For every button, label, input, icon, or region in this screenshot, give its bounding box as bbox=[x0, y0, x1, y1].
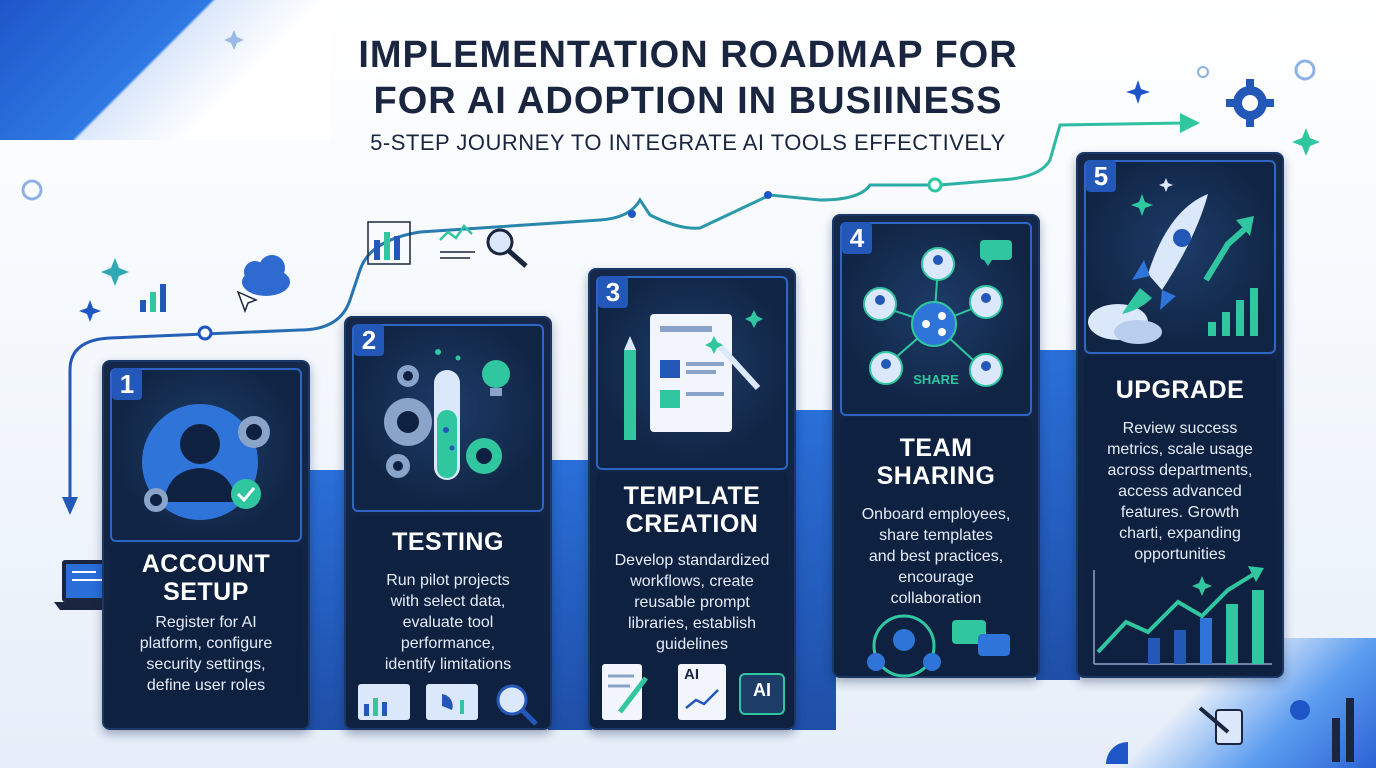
step-desc-line: workflows, create bbox=[630, 573, 754, 590]
step-number: 4 bbox=[842, 222, 872, 254]
step-desc-line: define user roles bbox=[146, 677, 266, 694]
step-number: 5 bbox=[1086, 160, 1116, 192]
step-desc-line: encourage bbox=[898, 569, 974, 586]
step-description: Develop standardized workflows, create r… bbox=[594, 550, 790, 655]
step-title: TEMPLATE CREATION bbox=[590, 482, 794, 538]
step-desc-line: reusable prompt bbox=[634, 594, 750, 611]
step-desc-line: identify limitations bbox=[384, 656, 512, 673]
document-wand-icon bbox=[624, 310, 763, 440]
step-desc-line: collaboration bbox=[890, 590, 982, 607]
share-network-icon bbox=[863, 240, 1012, 387]
ring-decoration-icon bbox=[1294, 59, 1316, 81]
step-5-card: 5 UPGRADE Review success metrics, scale … bbox=[1076, 152, 1284, 678]
step-desc-line: guidelines bbox=[655, 636, 729, 653]
step-title: TESTING bbox=[346, 528, 550, 556]
magnifier-icon bbox=[486, 228, 528, 268]
growth-chart-icon bbox=[1093, 566, 1272, 665]
step-description: Run pilot projects with select data, eva… bbox=[350, 570, 546, 675]
test-tube-gears-icon bbox=[384, 349, 510, 480]
step-desc-line: Develop standardized bbox=[614, 552, 770, 569]
step-1-card: 1 ACCOUNT SETUP Register for AI platform… bbox=[102, 360, 310, 730]
step-desc-line: opportunities bbox=[1134, 546, 1226, 563]
step-desc-line: charti, expanding bbox=[1119, 525, 1241, 542]
step-number: 2 bbox=[354, 324, 384, 356]
cursor-icon bbox=[236, 290, 258, 314]
page-subtitle: 5-STEP JOURNEY TO INTEGRATE AI TOOLS EFF… bbox=[370, 130, 1006, 155]
step-description: Onboard employees, share templates and b… bbox=[838, 504, 1034, 609]
sparkle-icon bbox=[101, 258, 129, 286]
document-pencil-icon bbox=[602, 664, 785, 720]
pie-chart-icon bbox=[1106, 742, 1128, 764]
step-title-line: TEMPLATE bbox=[623, 482, 761, 510]
sparkle-icon bbox=[224, 30, 244, 50]
step-title: UPGRADE bbox=[1078, 376, 1282, 404]
step-desc-line: security settings, bbox=[146, 656, 266, 673]
ai-chip-badge: AI bbox=[753, 680, 771, 700]
step-3-card: 3 TEMPLATE CREATION Develop standardized… bbox=[588, 268, 796, 730]
step-desc-line: share templates bbox=[879, 527, 993, 544]
step-number: 3 bbox=[598, 276, 628, 308]
team-chat-icon bbox=[867, 614, 1010, 678]
step-2-card: 2 TESTING Run pilot projects with select… bbox=[344, 316, 552, 730]
step-desc-line: libraries, establish bbox=[627, 615, 757, 632]
step-number: 1 bbox=[112, 368, 142, 400]
step-title-line: SHARING bbox=[876, 462, 996, 490]
cloud-icon bbox=[242, 255, 290, 296]
step-description: Review success metrics, scale usage acro… bbox=[1082, 418, 1278, 565]
bar-chart-small-icon bbox=[140, 284, 166, 312]
step-title: ACCOUNT SETUP bbox=[104, 550, 308, 606]
step-title-line: SETUP bbox=[163, 578, 249, 606]
rocket-growth-icon bbox=[1088, 178, 1258, 344]
step-desc-line: with select data, bbox=[390, 593, 506, 610]
ai-doc-label: AI bbox=[684, 666, 699, 683]
sparkle-icon bbox=[79, 300, 101, 322]
step-desc-line: evaluate tool bbox=[402, 614, 494, 631]
corner-decoration-top-left bbox=[0, 0, 330, 140]
ring-decoration-icon bbox=[21, 179, 43, 201]
step-desc-line: Review success bbox=[1122, 420, 1238, 437]
share-icon-label: SHARE bbox=[913, 372, 959, 387]
path-start-arrow-icon bbox=[62, 497, 78, 515]
stair-block bbox=[548, 460, 592, 730]
step-title-line: ACCOUNT bbox=[141, 550, 271, 578]
step-desc-line: performance, bbox=[400, 635, 496, 652]
user-gear-check-icon bbox=[142, 404, 270, 520]
step-title-line: TESTING bbox=[392, 528, 504, 556]
path-end-arrow-icon bbox=[1180, 113, 1200, 133]
step-desc-line: platform, configure bbox=[139, 635, 273, 652]
page-title-line-1: IMPLEMENTATION ROADMAP FOR bbox=[358, 34, 1018, 76]
step-desc-line: access advanced bbox=[1118, 483, 1242, 500]
step-description: Register for AI platform, configure secu… bbox=[108, 612, 304, 696]
step-4-text-box bbox=[840, 418, 1032, 670]
step-desc-line: features. Growth bbox=[1120, 504, 1240, 521]
step-title: TEAM SHARING bbox=[834, 434, 1038, 490]
step-desc-line: metrics, scale usage bbox=[1107, 441, 1253, 458]
step-desc-line: Onboard employees, bbox=[861, 506, 1011, 523]
bar-chart-icon bbox=[367, 221, 411, 265]
bottom-right-decoration bbox=[1106, 698, 1354, 764]
gear-icon bbox=[1226, 79, 1274, 127]
step-4-card: 4 SHARE TEAM SHARING Onboard employees, … bbox=[832, 214, 1040, 678]
sparkle-icon bbox=[1126, 80, 1150, 104]
step-desc-line: Register for AI bbox=[155, 614, 257, 631]
step-title-line: CREATION bbox=[625, 510, 759, 538]
line-chart-icon bbox=[439, 224, 475, 259]
clipboard-icon bbox=[1215, 709, 1243, 745]
sparkle-icon bbox=[1292, 128, 1320, 156]
step-desc-line: and best practices, bbox=[868, 548, 1004, 565]
step-title-line: UPGRADE bbox=[1115, 376, 1245, 404]
step-desc-line: Run pilot projects bbox=[386, 572, 510, 589]
dashboard-icons bbox=[358, 684, 538, 726]
step-title-line: TEAM bbox=[899, 434, 973, 462]
step-1-text-box bbox=[110, 544, 302, 722]
step-desc-line: across departments, bbox=[1107, 462, 1253, 479]
page-title-line-2: FOR AI ADOPTION IN BUSIINESS bbox=[373, 80, 1003, 122]
stair-block bbox=[1036, 350, 1080, 680]
step-5-text-box bbox=[1084, 356, 1276, 670]
stair-block bbox=[792, 410, 836, 730]
